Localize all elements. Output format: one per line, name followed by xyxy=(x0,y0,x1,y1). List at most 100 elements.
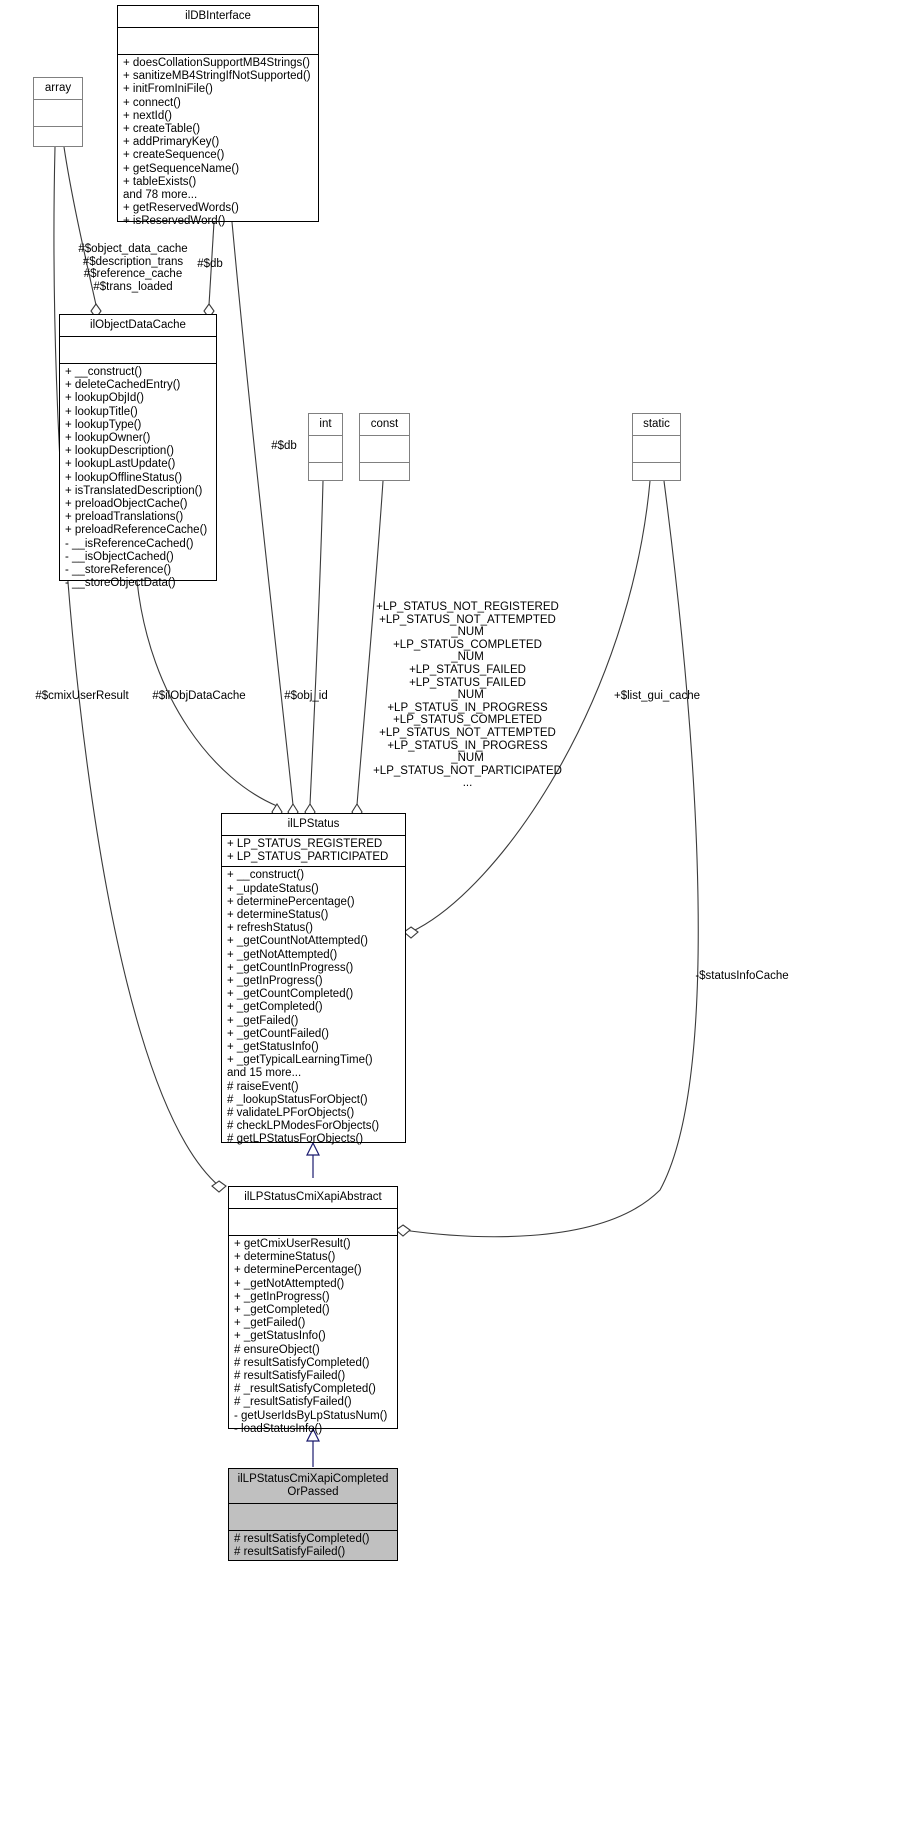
edge-label-obj-id: #$obj_id xyxy=(284,690,328,702)
op: - getUserIdsByLpStatusNum() xyxy=(234,1409,388,1422)
op: + _getCompleted() xyxy=(234,1304,330,1317)
op: + _getNotAttempted() xyxy=(227,948,338,961)
op: + _getCountInProgress() xyxy=(227,961,354,974)
op: + lookupOfflineStatus() xyxy=(65,471,183,484)
op: + isReservedWord() xyxy=(123,215,226,228)
class-attributes xyxy=(60,337,216,364)
op: + lookupOwner() xyxy=(65,432,151,445)
op: + connect() xyxy=(123,96,181,109)
op: # resultSatisfyFailed() xyxy=(234,1370,346,1383)
op: + determineStatus() xyxy=(234,1251,336,1264)
edge-label-il-obj-data-cache: #$ilObjDataCache xyxy=(152,690,246,702)
class-attributes xyxy=(633,436,680,463)
op: + _getCompleted() xyxy=(227,1001,323,1014)
op: # checkLPModesForObjects() xyxy=(227,1120,380,1133)
class-title: ilObjectDataCache xyxy=(60,315,216,337)
op: + determinePercentage() xyxy=(234,1264,362,1277)
op: + createTable() xyxy=(123,123,201,136)
op: - __isObjectCached() xyxy=(65,550,174,563)
op: + _updateStatus() xyxy=(227,882,319,895)
op: + _getStatusInfo() xyxy=(234,1330,326,1343)
op: + initFromIniFile() xyxy=(123,83,213,96)
class-node-illpstatuscmixapicompletedorpassed[interactable]: ilLPStatusCmiXapiCompleted OrPassed # re… xyxy=(228,1468,398,1561)
class-attributes xyxy=(34,100,82,127)
op: + isTranslatedDescription() xyxy=(65,484,203,497)
class-attributes xyxy=(309,436,342,463)
class-node-static[interactable]: static xyxy=(632,413,681,481)
edge-label-lp-status-constants: +LP_STATUS_NOT_REGISTERED +LP_STATUS_NOT… xyxy=(373,601,562,790)
op: # _lookupStatusForObject() xyxy=(227,1093,368,1106)
attr: + LP_STATUS_PARTICIPATED xyxy=(227,851,389,864)
class-attributes xyxy=(229,1209,397,1236)
class-operations xyxy=(633,463,680,490)
op: + _getStatusInfo() xyxy=(227,1041,319,1054)
edge-label-db-mid: #$db xyxy=(271,440,297,452)
class-node-const[interactable]: const xyxy=(359,413,410,481)
class-operations: + getCmixUserResult() + determineStatus(… xyxy=(229,1236,397,1439)
op: + _getFailed() xyxy=(227,1014,299,1027)
op: + _getInProgress() xyxy=(227,975,323,988)
op: # getLPStatusForObjects() xyxy=(227,1133,364,1146)
op: # raiseEvent() xyxy=(227,1080,299,1093)
edge-label-list-gui-cache: +$list_gui_cache xyxy=(614,690,700,702)
class-title: int xyxy=(309,414,342,436)
op: # _resultSatisfyCompleted() xyxy=(234,1383,376,1396)
class-title: ilLPStatusCmiXapiAbstract xyxy=(229,1187,397,1209)
op: + refreshStatus() xyxy=(227,922,313,935)
class-title: static xyxy=(633,414,680,436)
class-node-ildbinterface[interactable]: ilDBInterface + doesCollationSupportMB4S… xyxy=(117,5,319,227)
class-node-illpstatus[interactable]: ilLPStatus + LP_STATUS_REGISTERED + LP_S… xyxy=(221,813,406,1145)
class-operations: + __construct() + _updateStatus() + dete… xyxy=(222,867,405,1149)
class-node-ilobjectdatacache[interactable]: ilObjectDataCache + __construct() + dele… xyxy=(59,314,217,589)
op: # resultSatisfyCompleted() xyxy=(234,1356,370,1369)
class-operations: + __construct() + deleteCachedEntry() + … xyxy=(60,364,216,593)
op: + nextId() xyxy=(123,109,172,122)
op: - loadStatusInfo() xyxy=(234,1422,323,1435)
class-operations: + doesCollationSupportMB4Strings() + san… xyxy=(118,55,318,232)
op: + tableExists() xyxy=(123,175,197,188)
class-title: ilLPStatusCmiXapiCompleted OrPassed xyxy=(229,1469,397,1504)
op: + deleteCachedEntry() xyxy=(65,379,181,392)
op: and 78 more... xyxy=(123,189,198,202)
op: + preloadReferenceCache() xyxy=(65,524,208,537)
class-operations xyxy=(360,463,409,490)
op: + _getCountNotAttempted() xyxy=(227,935,368,948)
op: + lookupDescription() xyxy=(65,445,174,458)
op: and 15 more... xyxy=(227,1067,302,1080)
op: - __storeObjectData() xyxy=(65,577,176,590)
op: - __isReferenceCached() xyxy=(65,537,194,550)
op: - __storeReference() xyxy=(65,564,172,577)
op: + _getNotAttempted() xyxy=(234,1277,345,1290)
op: + _getInProgress() xyxy=(234,1290,330,1303)
op: + _getTypicalLearningTime() xyxy=(227,1054,373,1067)
op: # validateLPForObjects() xyxy=(227,1107,355,1120)
class-node-illpstatuscmixapiabstract[interactable]: ilLPStatusCmiXapiAbstract + getCmixUserR… xyxy=(228,1186,398,1435)
edge-label-status-info-cache: -$statusInfoCache xyxy=(695,970,789,982)
attr: + LP_STATUS_REGISTERED xyxy=(227,838,383,850)
op: + preloadTranslations() xyxy=(65,511,184,524)
op: + determineStatus() xyxy=(227,909,329,922)
op: + _getCountFailed() xyxy=(227,1027,329,1040)
op: + _getFailed() xyxy=(234,1317,306,1330)
class-attributes xyxy=(360,436,409,463)
class-attributes: + LP_STATUS_REGISTERED + LP_STATUS_PARTI… xyxy=(222,836,405,868)
class-title: const xyxy=(360,414,409,436)
class-attributes xyxy=(229,1504,397,1531)
edge-label-db-top: #$db xyxy=(197,258,223,270)
op: # ensureObject() xyxy=(234,1343,320,1356)
class-node-array[interactable]: array xyxy=(33,77,83,147)
op: + addPrimaryKey() xyxy=(123,136,220,149)
op: + getReservedWords() xyxy=(123,202,239,215)
class-node-int[interactable]: int xyxy=(308,413,343,481)
op: + _getCountCompleted() xyxy=(227,988,354,1001)
op: + lookupLastUpdate() xyxy=(65,458,176,471)
op: # _resultSatisfyFailed() xyxy=(234,1396,352,1409)
class-title: array xyxy=(34,78,82,100)
edge-label-object-data-cache: #$object_data_cache #$description_trans … xyxy=(78,243,188,293)
op: + determinePercentage() xyxy=(227,895,355,908)
edge-label-cmix-user-result: #$cmixUserResult xyxy=(35,690,129,702)
op: + getCmixUserResult() xyxy=(234,1238,351,1250)
op: + lookupObjId() xyxy=(65,392,144,405)
op: + createSequence() xyxy=(123,149,225,162)
